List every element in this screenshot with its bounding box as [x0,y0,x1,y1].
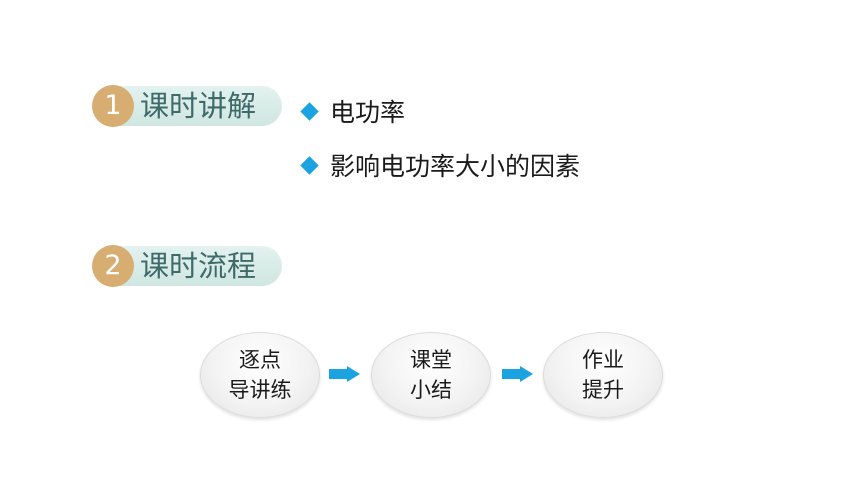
flow-step-line: 课堂 [410,348,452,372]
flow-step-line: 逐点 [239,348,281,372]
diamond-bullet-icon [300,101,319,121]
section-title: 课时讲解 [140,89,257,123]
flow-step-summary: 课堂 小结 [371,332,491,418]
section-title: 课时流程 [140,249,257,283]
list-item-text: 影响电功率大小的因素 [330,152,581,181]
flow-step-line: 提升 [582,378,624,402]
flow-step-homework: 作业 提升 [543,332,663,418]
topic-list: 电功率 影响电功率大小的因素 [298,92,580,200]
flow-step-line: 作业 [582,348,624,372]
diamond-bullet-icon [300,155,319,175]
right-arrow-icon [502,366,534,382]
list-item-text: 电功率 [330,98,406,127]
list-item: 电功率 [298,92,580,130]
flow-step-practice: 逐点 导讲练 [200,332,320,418]
list-item: 影响电功率大小的因素 [298,146,580,184]
section-number-badge: 1 [92,85,134,127]
right-arrow-icon [329,366,361,382]
flow-step-line: 导讲练 [228,378,292,402]
section-number-badge: 2 [92,245,134,287]
flow-step-line: 小结 [410,378,452,402]
